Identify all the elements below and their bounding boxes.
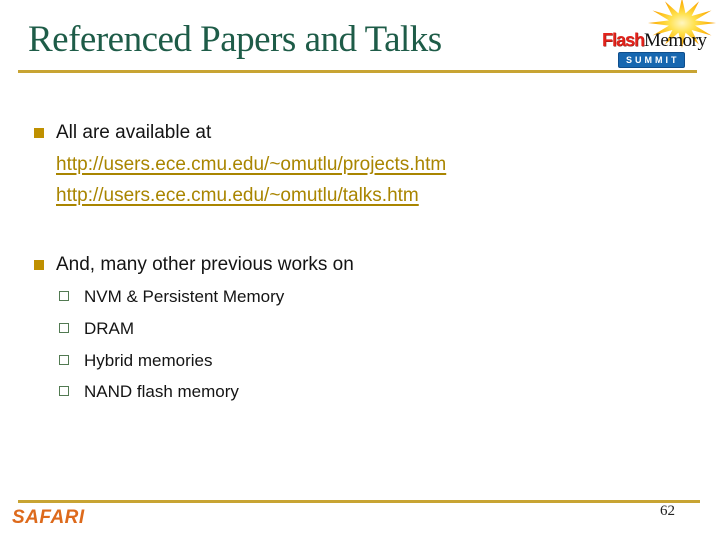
list-item: NVM & Persistent Memory	[84, 287, 285, 306]
list-item: DRAM	[84, 319, 135, 338]
projects-link[interactable]: http://users.ece.cmu.edu/~omutlu/project…	[56, 154, 447, 175]
logo-flash-text: Flash	[602, 30, 645, 50]
bullet-square-icon	[34, 128, 44, 138]
sub-bullet-square-icon	[59, 291, 69, 301]
logo-wordmark: FlashMemory	[602, 30, 707, 51]
bullet-2-label: And, many other previous works on	[56, 254, 354, 275]
flash-memory-summit-logo: FlashMemory SUMMIT	[600, 0, 718, 70]
list-item: Hybrid memories	[84, 351, 213, 370]
sub-bullet-square-icon	[59, 386, 69, 396]
sub-bullet-square-icon	[59, 355, 69, 365]
page-title: Referenced Papers and Talks	[28, 19, 442, 60]
talks-link[interactable]: http://users.ece.cmu.edu/~omutlu/talks.h…	[56, 185, 419, 206]
footer-divider	[18, 500, 700, 503]
list-item: NAND flash memory	[84, 382, 239, 401]
bullet-square-icon	[34, 260, 44, 270]
bullet-1-label: All are available at	[56, 122, 212, 143]
logo-summit-badge: SUMMIT	[618, 52, 685, 68]
starburst-icon	[648, 0, 716, 48]
sub-bullet-square-icon	[59, 323, 69, 333]
title-underline	[18, 70, 697, 73]
safari-logo: SAFARI	[12, 507, 85, 528]
page-number: 62	[660, 503, 675, 519]
logo-memory-text: Memory	[644, 30, 707, 51]
